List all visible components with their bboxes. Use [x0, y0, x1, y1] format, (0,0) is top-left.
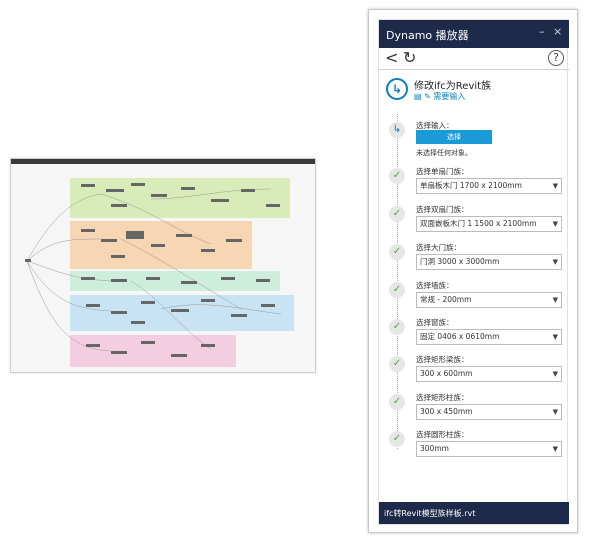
- step-round-column: ✓ 选择圆形柱族： 300mm▼: [379, 429, 569, 461]
- gate-dropdown[interactable]: 门洞 3000 x 3000mm▼: [416, 254, 562, 270]
- check-icon: ✓: [389, 356, 405, 372]
- wall-dropdown[interactable]: 常规 - 200mm▼: [416, 292, 562, 308]
- caret-down-icon: ▼: [552, 220, 558, 228]
- input-required-label: ▤ ✎ 需要输入: [414, 92, 466, 101]
- step-label: 选择圆形柱族：: [416, 430, 469, 439]
- step-window: ✓ 选择窗族： 固定 0406 x 0610mm▼: [379, 317, 569, 349]
- step-wall: ✓ 选择墙族： 常规 - 200mm▼: [379, 280, 569, 312]
- step-select-input: ↳ 选择输入： 选择 未选择任何对象。: [379, 120, 569, 160]
- graph-toolbar: [11, 159, 315, 164]
- player-panel: Dynamo 播放器 – × < ↻ ? ↳ 修改ifc为Revit族 ▤ ✎ …: [378, 19, 569, 525]
- check-icon: ✓: [389, 206, 405, 222]
- group-blue: [70, 295, 294, 331]
- check-icon: ✓: [389, 394, 405, 410]
- caret-down-icon: ▼: [552, 370, 558, 378]
- step-label: 选择墙族：: [416, 281, 454, 290]
- check-icon: ✓: [389, 319, 405, 335]
- help-icon[interactable]: ?: [548, 50, 564, 66]
- step-double-door: ✓ 选择双扇门族： 双面嵌板木门 1 1500 x 2100mm▼: [379, 204, 569, 236]
- window-title: Dynamo 播放器: [386, 29, 469, 42]
- nodes: [25, 183, 280, 357]
- double-door-dropdown[interactable]: 双面嵌板木门 1 1500 x 2100mm▼: [416, 216, 562, 232]
- step-label: 选择矩形梁族：: [416, 355, 469, 364]
- step-rect-column: ✓ 选择矩形柱族： 300 x 450mm▼: [379, 392, 569, 424]
- script-title: 修改ifc为Revit族: [414, 81, 492, 92]
- rect-column-dropdown[interactable]: 300 x 450mm▼: [416, 404, 562, 420]
- check-icon: ✓: [389, 244, 405, 260]
- caret-down-icon: ▼: [552, 333, 558, 341]
- round-column-dropdown[interactable]: 300mm▼: [416, 441, 562, 457]
- minimize-button[interactable]: –: [539, 25, 545, 38]
- caret-down-icon: ▼: [552, 445, 558, 453]
- group-mint: [70, 271, 280, 291]
- step-single-door: ✓ 选择单扇门族： 单扇板木门 1700 x 2100mm▼: [379, 166, 569, 198]
- step-label: 选择双扇门族：: [416, 205, 469, 214]
- script-header: ↳ 修改ifc为Revit族 ▤ ✎ 需要输入: [379, 72, 569, 112]
- title-bar: Dynamo 播放器 – ×: [379, 20, 569, 48]
- caret-down-icon: ▼: [552, 408, 558, 416]
- group-pink: [70, 335, 236, 367]
- selection-hint: 未选择任何对象。: [416, 149, 472, 157]
- step-rail: [397, 114, 398, 449]
- dynamo-player-window: Dynamo 播放器 – × < ↻ ? ↳ 修改ifc为Revit族 ▤ ✎ …: [368, 9, 578, 533]
- graph-thumbnail: [10, 158, 316, 373]
- script-run-icon[interactable]: ↳: [386, 78, 408, 100]
- back-icon[interactable]: <: [385, 48, 399, 67]
- step-label: 选择矩形柱族：: [416, 393, 469, 402]
- check-icon: ✓: [389, 431, 405, 447]
- refresh-icon[interactable]: ↻: [403, 48, 417, 67]
- toolbar: < ↻ ?: [379, 48, 569, 70]
- caret-down-icon: ▼: [552, 258, 558, 266]
- caret-down-icon: ▼: [552, 182, 558, 190]
- single-door-dropdown[interactable]: 单扇板木门 1700 x 2100mm▼: [416, 178, 562, 194]
- graph-canvas: [25, 178, 294, 367]
- step-label: 选择窗族：: [416, 318, 454, 327]
- window-dropdown[interactable]: 固定 0406 x 0610mm▼: [416, 329, 562, 345]
- wires: [26, 188, 282, 352]
- group-green: [70, 178, 290, 218]
- arrow-icon: ↳: [389, 122, 405, 138]
- check-icon: ✓: [389, 168, 405, 184]
- caret-down-icon: ▼: [552, 296, 558, 304]
- check-icon: ✓: [389, 282, 405, 298]
- rect-beam-dropdown[interactable]: 300 x 600mm▼: [416, 366, 562, 382]
- select-button[interactable]: 选择: [416, 130, 492, 144]
- step-rect-beam: ✓ 选择矩形梁族： 300 x 600mm▼: [379, 354, 569, 386]
- footer-bar: ifc转Revit模型族样板.rvt: [379, 502, 569, 524]
- step-gate: ✓ 选择大门族： 门洞 3000 x 3000mm▼: [379, 242, 569, 274]
- close-button[interactable]: ×: [553, 25, 563, 38]
- document-name: ifc转Revit模型族样板.rvt: [384, 509, 476, 518]
- step-label: 选择单扇门族：: [416, 167, 469, 176]
- step-label: 选择大门族：: [416, 243, 461, 252]
- step-label: 选择输入：: [416, 121, 454, 130]
